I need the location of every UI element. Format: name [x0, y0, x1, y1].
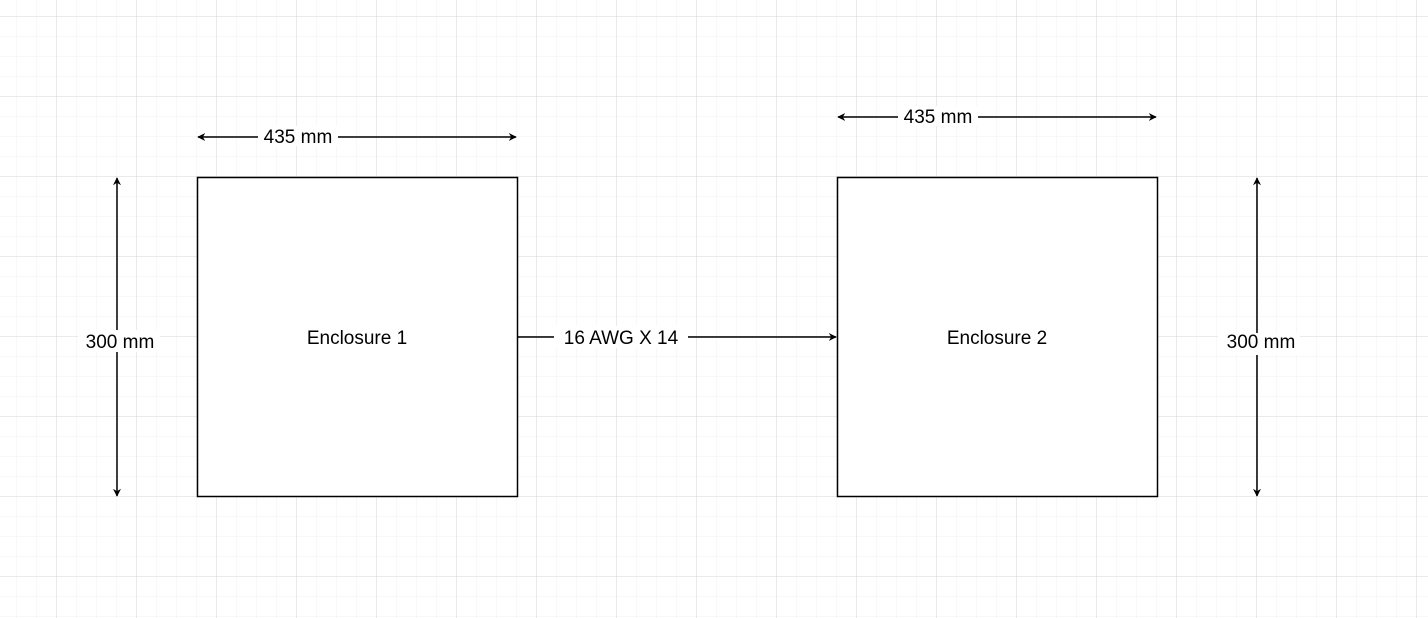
enclosure-1[interactable]: Enclosure 1 [196, 176, 519, 498]
connection-arrow[interactable]: 16 AWG X 14 [518, 326, 837, 349]
connection-label: 16 AWG X 14 [564, 328, 679, 349]
enclosure-2-label: Enclosure 2 [947, 328, 1047, 349]
width-dimension-2[interactable]: 435 mm [837, 106, 1157, 128]
height-label-2: 300 mm [1227, 332, 1296, 353]
width-label-2: 435 mm [904, 107, 973, 128]
enclosure-1-label: Enclosure 1 [307, 328, 407, 349]
width-label-1: 435 mm [264, 127, 333, 148]
enclosure-2[interactable]: Enclosure 2 [836, 176, 1159, 498]
height-dimension-1[interactable]: 300 mm [78, 177, 160, 497]
height-dimension-2[interactable]: 300 mm [1218, 177, 1300, 497]
width-dimension-1[interactable]: 435 mm [197, 126, 517, 148]
height-label-1: 300 mm [86, 332, 155, 353]
